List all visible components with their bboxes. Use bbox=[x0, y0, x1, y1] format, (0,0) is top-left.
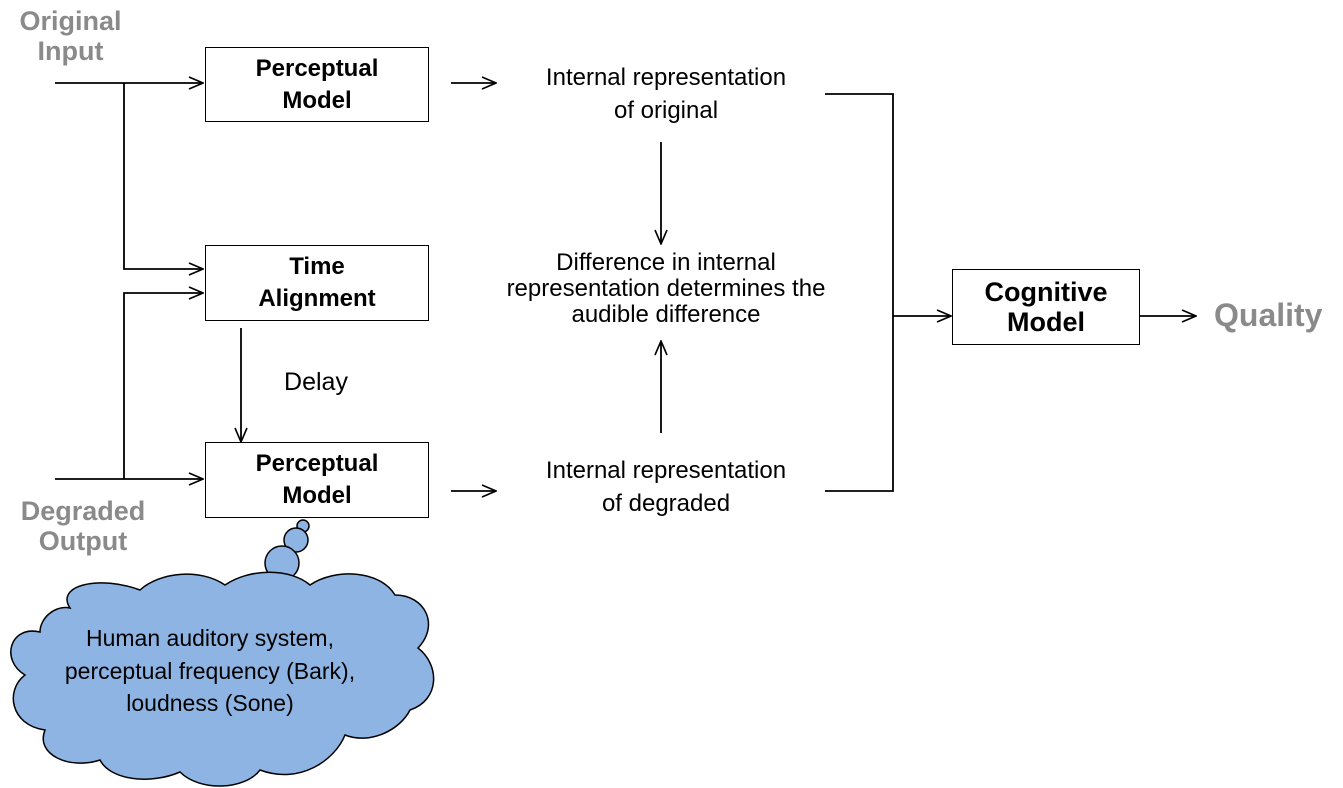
thought-bubble-medium bbox=[283, 527, 309, 553]
thought-cloud bbox=[10, 519, 435, 787]
cognitive-model-text: Cognitive Model bbox=[984, 277, 1107, 337]
time-alignment-text: Time Alignment bbox=[258, 251, 375, 315]
internal-representation-degraded: Internal representation of degraded bbox=[506, 454, 826, 520]
delay-label: Delay bbox=[284, 368, 348, 396]
perceptual-model-top-text: Perceptual Model bbox=[256, 53, 379, 117]
degraded-output-label-line1: Degraded bbox=[20, 496, 146, 526]
thought-cloud-line1: Human auditory system, bbox=[86, 625, 334, 651]
degraded-output-label: Degraded Output bbox=[8, 496, 158, 556]
perceptual-model-top-line1: Perceptual bbox=[255, 54, 379, 82]
original-input-label-line2: Input bbox=[37, 36, 104, 66]
difference-label: Difference in internal representation de… bbox=[466, 250, 866, 328]
difference-label-line1: Difference in internal bbox=[556, 249, 776, 276]
original-input-label: Original Input bbox=[8, 6, 133, 66]
perceptual-model-bottom-block: Perceptual Model bbox=[205, 442, 429, 518]
internal-representation-degraded-line2: of degraded bbox=[601, 490, 731, 517]
cognitive-model-line2: Model bbox=[1006, 307, 1085, 337]
perceptual-model-bottom-line2: Model bbox=[282, 482, 352, 509]
degraded-output-label-line2: Output bbox=[38, 526, 128, 556]
perceptual-model-bottom-text: Perceptual Model bbox=[256, 448, 379, 512]
cognitive-model-block: Cognitive Model bbox=[952, 269, 1140, 345]
thought-cloud-line3: loudness (Sone) bbox=[126, 690, 294, 716]
thought-cloud-text: Human auditory system, perceptual freque… bbox=[20, 622, 400, 720]
time-alignment-block: Time Alignment bbox=[205, 245, 429, 321]
quality-output-label: Quality bbox=[1214, 297, 1323, 333]
cognitive-model-line1: Cognitive bbox=[984, 277, 1108, 307]
difference-label-line3: audible difference bbox=[571, 301, 761, 328]
thought-cloud-line2: perceptual frequency (Bark), bbox=[64, 657, 356, 684]
top-merge-line bbox=[825, 93, 894, 492]
time-alignment-line1: Time bbox=[289, 253, 345, 280]
difference-label-line2: representation determines the bbox=[506, 275, 826, 302]
time-alignment-line2: Alignment bbox=[258, 285, 376, 312]
internal-representation-original-line1: Internal representation bbox=[545, 64, 787, 91]
original-input-label-line1: Original bbox=[19, 6, 122, 36]
perceptual-model-bottom-line1: Perceptual bbox=[255, 450, 379, 477]
internal-representation-original-line2: of original bbox=[613, 97, 719, 124]
original-to-time-alignment-line bbox=[123, 83, 203, 269]
perceptual-model-top-block: Perceptual Model bbox=[205, 47, 429, 122]
degraded-to-time-alignment-line bbox=[123, 293, 203, 479]
internal-representation-original: Internal representation of original bbox=[506, 61, 826, 127]
cloud-shape bbox=[10, 571, 435, 787]
perceptual-model-top-line2: Model bbox=[282, 86, 352, 114]
internal-representation-degraded-line1: Internal representation bbox=[545, 457, 787, 484]
